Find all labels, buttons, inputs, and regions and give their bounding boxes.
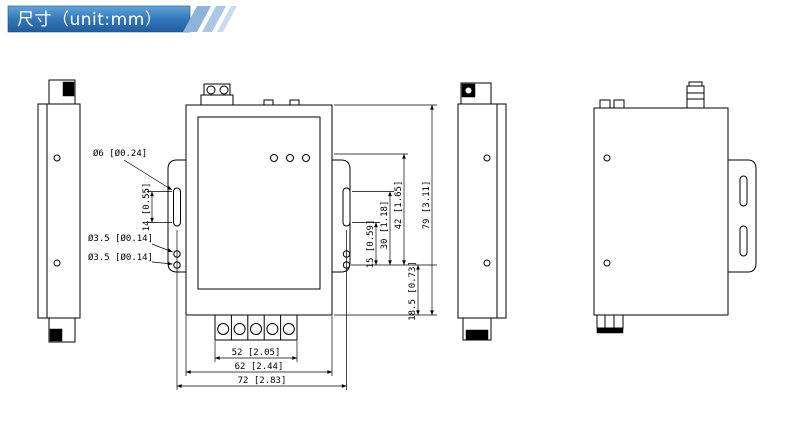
connector-base-pad — [596, 327, 624, 334]
dim-hole-d35-2: Ø3.5 [Ø0.14] — [88, 252, 173, 266]
terminal-screw — [250, 323, 262, 335]
dim-text-15: 15 [0.59] — [366, 220, 376, 269]
top-nub-2 — [289, 99, 300, 106]
power-terminal-top — [203, 83, 231, 96]
terminal-screw — [266, 323, 279, 335]
din-clip-bottom-pad — [49, 328, 63, 342]
dim-62: 62 [2.44] — [186, 362, 332, 374]
dimension-annotations: Ø6 [Ø0.24] 14 [0.55] Ø3.5 [Ø0.14] Ø3.5 [… — [88, 104, 437, 390]
banner-background — [7, 5, 191, 33]
leader-line — [123, 159, 173, 191]
dim-slot-length: 14 [0.55] — [142, 183, 172, 232]
front-view — [167, 83, 351, 341]
page-title: 尺寸（unit:mm） — [17, 10, 162, 30]
leader-line — [151, 243, 173, 253]
dim-text-hole-d6: Ø6 [Ø0.24] — [93, 148, 147, 159]
dim-text-30: 30 [1.18] — [380, 201, 390, 250]
terminal-block-bottom — [214, 314, 298, 341]
top-connector-screw — [464, 86, 473, 95]
led-indicator-2 — [286, 154, 294, 162]
dim-42: 42 [1.65] — [394, 154, 406, 265]
device-body-back — [593, 107, 729, 316]
side-hole-bottom — [483, 259, 491, 267]
led-indicator-3 — [302, 154, 310, 162]
ear-slot-back-2 — [739, 225, 748, 257]
dim-15: 15 [0.59] — [366, 220, 378, 269]
dim-79: 79 [3.11] — [422, 105, 434, 315]
dim-hole-d6: Ø6 [Ø0.24] — [93, 148, 173, 191]
terminal-screw — [217, 323, 230, 335]
leader-line — [151, 261, 173, 266]
dim-text-18-5: 18.5 [0.73] — [408, 261, 418, 321]
dim-text-slot-length: 14 [0.55] — [142, 183, 152, 232]
dim-text-72: 72 [2.83] — [238, 376, 287, 386]
bottom-extension-lines — [176, 230, 347, 390]
front-panel — [197, 116, 321, 290]
banner-stripe-2 — [202, 6, 226, 32]
power-screw-2 — [219, 85, 229, 95]
din-clip-top-pad — [62, 81, 75, 97]
dim-72: 72 [2.83] — [177, 376, 347, 388]
back-hole-top — [603, 154, 611, 162]
antenna-connector — [686, 85, 705, 109]
top-nub-2 — [613, 99, 625, 109]
dim-text-79: 79 [3.11] — [422, 181, 432, 230]
dim-52: 52 [2.05] — [215, 348, 297, 360]
side-view-left — [37, 79, 81, 343]
dim-text-52: 52 [2.05] — [232, 348, 281, 358]
side-view-right — [457, 82, 507, 341]
side-hole-top — [483, 154, 491, 162]
antenna-cap — [688, 81, 703, 87]
back-view — [593, 81, 757, 334]
bottom-connector-pad — [465, 329, 489, 341]
header-banner: 尺寸（unit:mm） — [7, 5, 237, 33]
device-body-front — [185, 104, 333, 316]
device-body-side — [457, 103, 507, 319]
banner-stripe-3 — [217, 6, 237, 32]
bottom-connector-back — [596, 314, 624, 329]
terminal-screw — [282, 323, 295, 335]
terminal-screw — [233, 323, 246, 335]
banner-stripe-1 — [183, 6, 211, 32]
back-hole-bottom — [603, 259, 611, 267]
dim-text-hole-d35-2: Ø3.5 [Ø0.14] — [88, 252, 153, 263]
top-nub-1 — [599, 99, 611, 109]
side-hole-top — [53, 154, 61, 162]
device-body-side — [37, 103, 81, 319]
power-screw-1 — [206, 85, 216, 95]
dim-text-62: 62 [2.44] — [235, 362, 284, 372]
power-terminal-base — [200, 94, 234, 106]
dim-30: 30 [1.18] — [380, 191, 392, 265]
top-nub-1 — [263, 99, 274, 106]
dim-18-5: 18.5 [0.73] — [408, 261, 420, 321]
side-hole-bottom — [53, 259, 61, 267]
ear-slot-back-1 — [739, 175, 748, 207]
dim-text-42: 42 [1.65] — [394, 181, 404, 230]
mounting-ear-back — [727, 159, 757, 273]
led-indicator-1 — [270, 154, 278, 162]
ear-slot-left — [173, 187, 181, 227]
ear-slot-right — [342, 187, 351, 227]
dim-hole-d35-1: Ø3.5 [Ø0.14] — [88, 233, 173, 253]
dim-text-hole-d35-1: Ø3.5 [Ø0.14] — [88, 233, 153, 244]
